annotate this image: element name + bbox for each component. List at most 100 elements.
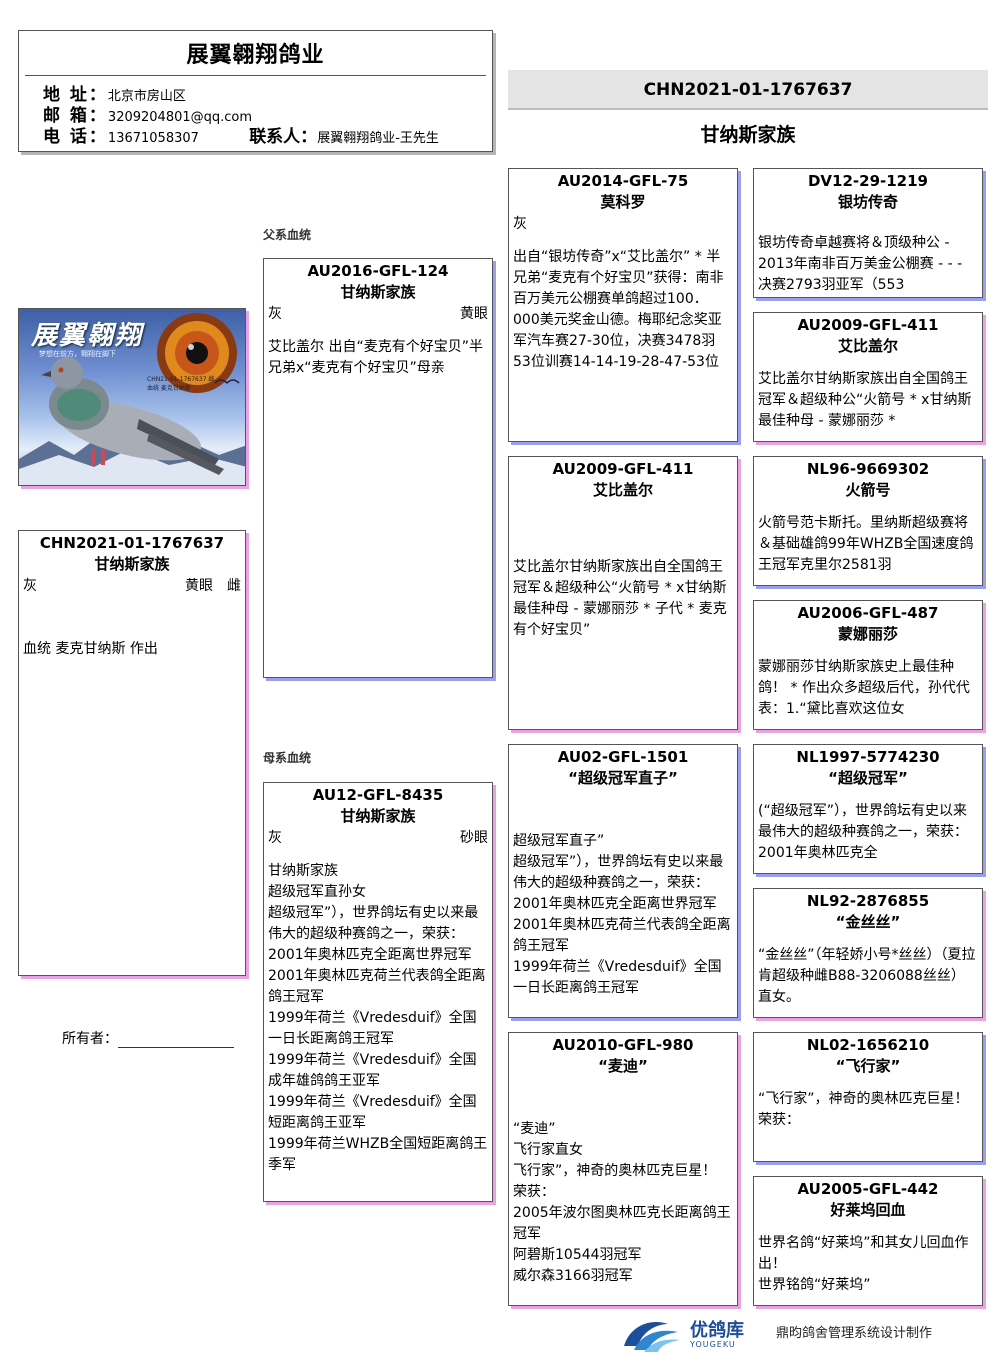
sire-line-label: 父系血统: [263, 226, 311, 243]
gp-ss-name: 莫科罗: [509, 191, 737, 213]
ggp-dss-name: “超级冠军”: [754, 767, 982, 789]
gp-ds-ring: AU02-GFL-1501: [509, 747, 737, 767]
grandsire-paternal-card[interactable]: AU2014-GFL-75 莫科罗 灰 出自“银坊传奇”x“艾比盖尔” * 半兄…: [508, 168, 738, 442]
phone-row: 电 话：13671058307 联系人：展翼翱翔鸽业-王先生: [43, 127, 439, 149]
dam-attrs: 灰 砂眼: [264, 827, 492, 849]
pigeon-illustration: [19, 309, 246, 486]
ggp-sds-desc: 火箭号范卡斯托。里纳斯超级赛将＆基础雄鸽99年WHZB全国速度鸽王冠军克里尔25…: [754, 513, 982, 576]
email-row: 邮 箱：3209204801@qq.com: [43, 106, 252, 128]
ggp-dds-ring: NL02-1656210: [754, 1035, 982, 1055]
ggp-dds-name: “飞行家”: [754, 1055, 982, 1077]
owner-label: 所有者：: [62, 1031, 118, 1047]
sire-card[interactable]: AU2016-GFL-124 甘纳斯家族 灰 黄眼 艾比盖尔 出自“麦克有个好宝…: [263, 258, 493, 678]
ggp-dss-desc: (“超级冠军”），世界鸽坛有史以来最伟大的超级种赛鸽之一，荣获： 2001年奥林…: [754, 801, 982, 864]
gp-ss-color: 灰: [513, 213, 527, 235]
dam-ring: AU12-GFL-8435: [264, 785, 492, 805]
dam-eye: 砂眼: [460, 827, 488, 849]
ggp-ddd-ring: AU2005-GFL-442: [754, 1179, 982, 1199]
ggp-sds-card[interactable]: NL96-9669302 火箭号 火箭号范卡斯托。里纳斯超级赛将＆基础雄鸽99年…: [753, 456, 983, 586]
owner-field: 所有者：: [62, 1028, 234, 1048]
grandsire-maternal-card[interactable]: AU02-GFL-1501 “超级冠军直子” 超级冠军直子” 超级冠军”），世界…: [508, 744, 738, 1018]
sire-color: 灰: [268, 303, 282, 325]
subject-name: 甘纳斯家族: [19, 553, 245, 575]
sire-ring: AU2016-GFL-124: [264, 261, 492, 281]
subject-card[interactable]: CHN2021-01-1767637 甘纳斯家族 灰 黄眼 雌 血统 麦克甘纳斯…: [18, 530, 246, 976]
email-value[interactable]: 3209204801@qq.com: [108, 110, 252, 125]
sire-name: 甘纳斯家族: [264, 281, 492, 303]
gp-dd-desc: “麦迪” 飞行家直女 飞行家”，神奇的奥林匹克巨星！ 荣获： 2005年波尔图奥…: [509, 1119, 737, 1287]
owner-input-line[interactable]: [118, 1033, 234, 1048]
gp-ss-attrs: 灰: [509, 213, 737, 235]
phone-label: 电 话：: [43, 127, 108, 147]
ggp-dsd-ring: NL92-2876855: [754, 891, 982, 911]
subject-sex: 雌: [227, 575, 241, 597]
sire-desc: 艾比盖尔 出自“麦克有个好宝贝”半兄弟x“麦克有个好宝贝”母亲: [264, 337, 492, 379]
ggp-sss-desc: 银坊传奇卓越赛将＆顶级种公 - 2013年南非百万美金公棚赛 - - - 决赛2…: [754, 233, 982, 296]
breeder-info-box: 展翼翱翔鸽业 地 址：北京市房山区 邮 箱：3209204801@qq.com …: [18, 30, 493, 152]
brand-name-latin: YOUGEKU: [690, 1340, 744, 1349]
brand-logo-icon: [620, 1316, 682, 1354]
ggp-ssd-desc: 艾比盖尔甘纳斯家族出自全国鸽王冠军＆超级种公“火箭号 * x甘纳斯最佳种母 - …: [754, 369, 982, 432]
gp-dd-ring: AU2010-GFL-980: [509, 1035, 737, 1055]
granddam-maternal-card[interactable]: AU2010-GFL-980 “麦迪” “麦迪” 飞行家直女 飞行家”，神奇的奥…: [508, 1032, 738, 1306]
sire-eye: 黄眼: [460, 303, 488, 325]
dam-desc: 甘纳斯家族 超级冠军直孙女 超级冠军”），世界鸽坛有史以来最伟大的超级种赛鸽之一…: [264, 861, 492, 1176]
ggp-dsd-desc: “金丝丝”（年轻娇小号*丝丝）（夏拉肯超级种雌B88-3206088丝丝）直女。: [754, 945, 982, 1008]
subject-note: 血统 麦克甘纳斯 作出: [19, 639, 245, 660]
gp-sd-ring: AU2009-GFL-411: [509, 459, 737, 479]
ggp-dsd-name: “金丝丝”: [754, 911, 982, 933]
subject-ring-banner: CHN2021-01-1767637: [508, 70, 988, 110]
ggp-ddd-card[interactable]: AU2005-GFL-442 好莱坞回血 世界名鸽“好莱坞”和其女儿回血作出！ …: [753, 1176, 983, 1306]
gp-sd-desc: 艾比盖尔甘纳斯家族出自全国鸽王冠军＆超级种公“火箭号 * x甘纳斯最佳种母 - …: [509, 557, 737, 641]
ggp-ssd-name: 艾比盖尔: [754, 335, 982, 357]
gp-sd-name: 艾比盖尔: [509, 479, 737, 501]
ggp-dss-ring: NL1997-5774230: [754, 747, 982, 767]
contact-label: 联系人：: [249, 127, 317, 147]
header-divider: [25, 75, 486, 76]
ggp-sdd-card[interactable]: AU2006-GFL-487 蒙娜丽莎 蒙娜丽莎甘纳斯家族史上最佳种鸽！ * 作…: [753, 600, 983, 730]
address-label: 地 址：: [43, 85, 108, 105]
ggp-dds-card[interactable]: NL02-1656210 “飞行家” “飞行家”，神奇的奥林匹克巨星！ 荣获：: [753, 1032, 983, 1162]
ggp-dds-desc: “飞行家”，神奇的奥林匹克巨星！ 荣获：: [754, 1089, 982, 1131]
gp-dd-name: “麦迪”: [509, 1055, 737, 1077]
gp-ss-ring: AU2014-GFL-75: [509, 171, 737, 191]
ggp-dsd-card[interactable]: NL92-2876855 “金丝丝” “金丝丝”（年轻娇小号*丝丝）（夏拉肯超级…: [753, 888, 983, 1018]
email-label: 邮 箱：: [43, 106, 108, 126]
ggp-sss-ring: DV12-29-1219: [754, 171, 982, 191]
dam-card[interactable]: AU12-GFL-8435 甘纳斯家族 灰 砂眼 甘纳斯家族 超级冠军直孙女 超…: [263, 782, 493, 1202]
dam-color: 灰: [268, 827, 282, 849]
sire-attrs: 灰 黄眼: [264, 303, 492, 325]
ggp-sdd-desc: 蒙娜丽莎甘纳斯家族史上最佳种鸽！ * 作出众多超级后代，孙代代表：1.“黛比喜欢…: [754, 657, 982, 720]
footer-credit: 鼎昀鸽舍管理系统设计制作: [776, 1322, 932, 1341]
breeder-title: 展翼翱翔鸽业: [19, 37, 492, 69]
dam-line-label: 母系血统: [263, 749, 311, 766]
ggp-sss-name: 银坊传奇: [754, 191, 982, 213]
dam-name: 甘纳斯家族: [264, 805, 492, 827]
subject-ring: CHN2021-01-1767637: [19, 533, 245, 553]
subject-strain-title: 甘纳斯家族: [508, 120, 988, 147]
ggp-ssd-card[interactable]: AU2009-GFL-411 艾比盖尔 艾比盖尔甘纳斯家族出自全国鸽王冠军＆超级…: [753, 312, 983, 442]
ggp-ddd-desc: 世界名鸽“好莱坞”和其女儿回血作出！ 世界铭鸽“好莱坞”: [754, 1233, 982, 1296]
brand-wordmark: 优鸽库 YOUGEKU: [690, 1322, 744, 1349]
photo-caption-ring: CHN21-01-1767637 雌: [147, 375, 214, 384]
footer-brand: 优鸽库 YOUGEKU: [620, 1316, 744, 1354]
gp-ds-name: “超级冠军直子”: [509, 767, 737, 789]
contact-value: 展翼翱翔鸽业-王先生: [317, 131, 439, 146]
ggp-sds-name: 火箭号: [754, 479, 982, 501]
subject-color: 灰: [23, 575, 37, 597]
ggp-sss-card[interactable]: DV12-29-1219 银坊传奇 银坊传奇卓越赛将＆顶级种公 - 2013年南…: [753, 168, 983, 298]
ggp-sdd-name: 蒙娜丽莎: [754, 623, 982, 645]
ggp-ssd-ring: AU2009-GFL-411: [754, 315, 982, 335]
ggp-dss-card[interactable]: NL1997-5774230 “超级冠军” (“超级冠军”），世界鸽坛有史以来最…: [753, 744, 983, 874]
gp-ss-desc: 出自“银坊传奇”x“艾比盖尔” * 半兄弟“麦克有个好宝贝”获得：南非百万美元公…: [509, 247, 737, 373]
ggp-sds-ring: NL96-9669302: [754, 459, 982, 479]
address-row: 地 址：北京市房山区: [43, 85, 186, 107]
ggp-ddd-name: 好莱坞回血: [754, 1199, 982, 1221]
brand-name: 优鸽库: [690, 1322, 744, 1340]
photo-caption: CHN21-01-1767637 雌 血统 麦克甘纳斯: [147, 375, 214, 393]
phone-value: 13671058307: [108, 131, 199, 146]
granddam-paternal-card[interactable]: AU2009-GFL-411 艾比盖尔 艾比盖尔甘纳斯家族出自全国鸽王冠军＆超级…: [508, 456, 738, 730]
gp-ds-desc: 超级冠军直子” 超级冠军”），世界鸽坛有史以来最伟大的超级种赛鸽之一，荣获： 2…: [509, 831, 737, 999]
subject-attrs: 灰 黄眼 雌: [19, 575, 245, 597]
address-value: 北京市房山区: [108, 89, 186, 104]
